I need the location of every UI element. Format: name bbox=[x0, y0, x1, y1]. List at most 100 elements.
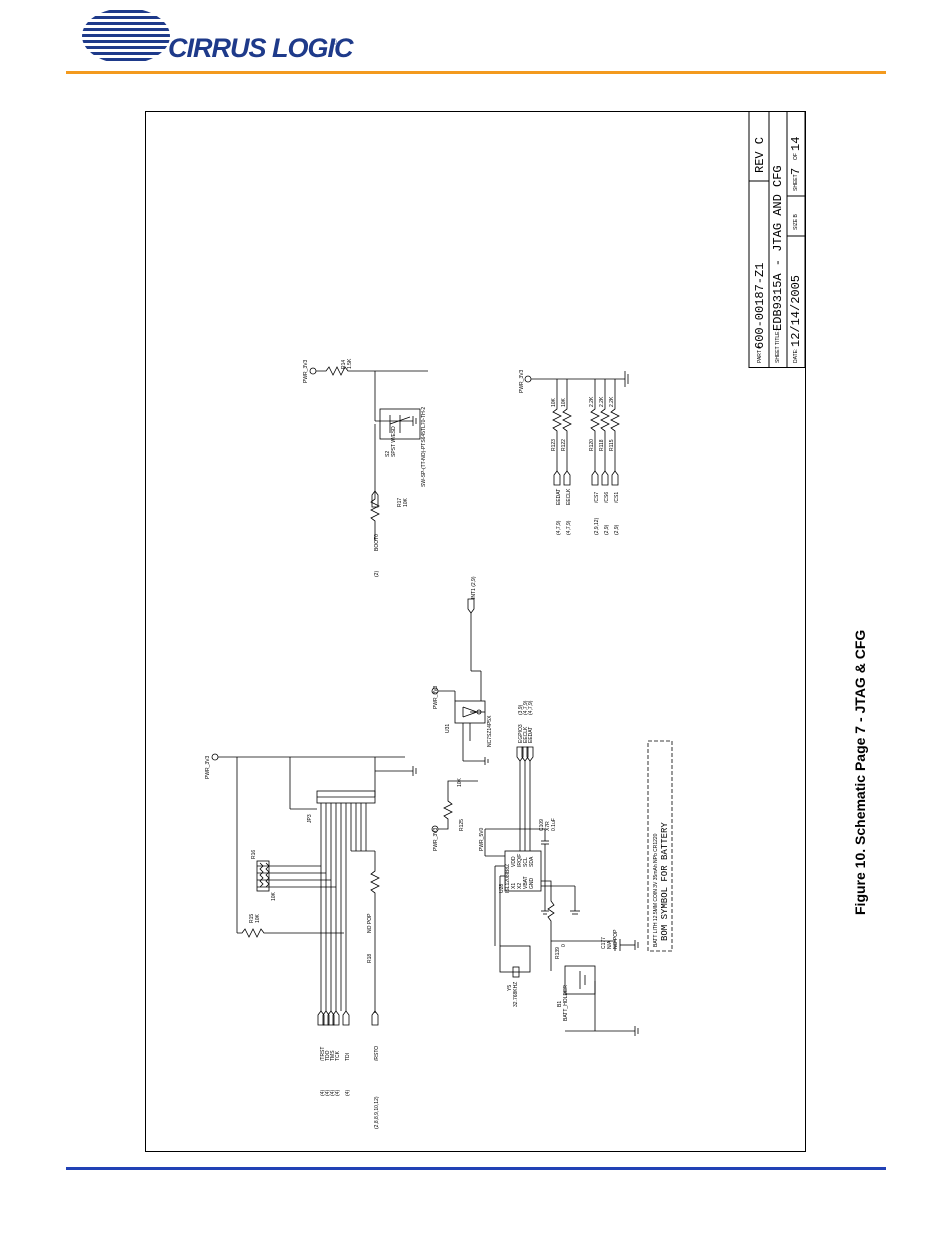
logo-swirl-icon bbox=[82, 10, 170, 61]
label-egpio3: EGPIO3 bbox=[518, 724, 524, 743]
label-int1: INT1 (2,9) bbox=[471, 576, 477, 599]
sheet-title-label: SHEET TITLE: bbox=[775, 330, 781, 363]
port-int1 bbox=[467, 598, 475, 614]
part-label: PART # bbox=[757, 346, 763, 363]
label-cs7: /CS7 bbox=[594, 492, 600, 503]
label-pwr-3v3-ee: PWR_3V3 bbox=[519, 369, 525, 393]
label-no-pop-r18: NO POP bbox=[367, 913, 373, 933]
label-r120-val: 2.2K bbox=[589, 396, 595, 407]
ref-cs1: (2,9) bbox=[614, 524, 620, 535]
label-u31: U31 bbox=[445, 724, 451, 733]
label-r17-val: 10K bbox=[403, 497, 409, 507]
jtag-ref-trst: (4) bbox=[320, 1090, 326, 1096]
ref-egpio3: (3,9) bbox=[518, 704, 524, 715]
label-batt-holder: BATT_HOLDER bbox=[563, 985, 569, 1021]
logo-text: CIRRUS LOGIC bbox=[168, 33, 354, 63]
pwr-3v3-port-jtag bbox=[211, 753, 219, 761]
label-eedat-u28: EEDAT bbox=[528, 727, 534, 743]
of-label: OF bbox=[793, 153, 799, 160]
part-number: 600-00187-Z1 bbox=[753, 263, 767, 349]
label-r16-val: 10K bbox=[271, 891, 277, 901]
jtag-signal-tdo: TDO bbox=[325, 1050, 331, 1061]
jtag-ref-tck: (4) bbox=[335, 1090, 341, 1096]
rev-label: REV C bbox=[753, 137, 767, 173]
label-pwr-5v0: PWR_5V0 bbox=[479, 827, 485, 851]
label-r15-val: 10K bbox=[255, 913, 261, 923]
label-r118: R118 bbox=[599, 439, 605, 451]
figure-caption-text: Figure 10. Schematic Page 7 - JTAG & CFG bbox=[852, 630, 868, 915]
label-r139-val: 0 bbox=[561, 944, 567, 947]
ref-cs7: (2,9,12) bbox=[594, 517, 600, 535]
label-c109-v: X7R bbox=[545, 821, 551, 831]
size-label: SIZE B bbox=[793, 213, 799, 230]
label-cs1: /CS1 bbox=[614, 492, 620, 503]
sheet-total: 14 bbox=[789, 137, 803, 151]
label-r125: R125 bbox=[459, 819, 465, 831]
u28-pin-x1: X1 bbox=[511, 883, 517, 889]
label-c177-np: NO POP bbox=[613, 929, 619, 949]
u28-pin-x2: X2 bbox=[517, 883, 523, 889]
jtag-ref-tms: (4) bbox=[330, 1090, 336, 1096]
label-c177-val: N/A bbox=[607, 940, 613, 949]
resistor-network-r16 bbox=[256, 860, 270, 892]
jtag-ref-rsto: (2,8,8,9,10,12) bbox=[374, 1096, 380, 1129]
ref-eedat-u28: (4,7,9) bbox=[528, 700, 534, 715]
battery-note: BATT LITH 12.5MM COIN 3V 35mAh NPb CR122… bbox=[653, 833, 659, 947]
ref-cs6: (2,9) bbox=[604, 524, 610, 535]
label-c109-val: 0.1uF bbox=[551, 818, 557, 831]
label-r120: R120 bbox=[589, 439, 595, 451]
label-eedat-pullup: EEDAT bbox=[556, 489, 562, 505]
jtag-ref-tdi: (4) bbox=[345, 1090, 351, 1096]
header-rule bbox=[66, 71, 886, 74]
label-eeclk-pullup: EECLK bbox=[566, 488, 572, 505]
port-boot0 bbox=[371, 490, 379, 508]
u28-pin-sda: SDA bbox=[529, 856, 535, 867]
label-s2: S2 bbox=[385, 451, 391, 457]
label-r125-val: 10K bbox=[457, 777, 463, 787]
label-eeclk-u28: EECLK bbox=[523, 726, 529, 743]
label-r122: R122 bbox=[561, 439, 567, 451]
label-cs6: /CS6 bbox=[604, 492, 610, 503]
cirrus-logic-logo bbox=[64, 6, 364, 68]
label-c177: C177 bbox=[601, 937, 607, 949]
label-r115-val: 2.2K bbox=[609, 396, 615, 407]
label-r123: R123 bbox=[551, 439, 557, 451]
label-r16: R16 bbox=[251, 850, 257, 859]
jtag-signal-tdi: TDI bbox=[345, 1053, 351, 1061]
label-c109: C109 bbox=[539, 819, 545, 831]
jtag-signal-rsto: /RSTO bbox=[374, 1046, 380, 1061]
jtag-ref-tdo: (4) bbox=[325, 1090, 331, 1096]
switch-s2 bbox=[379, 408, 421, 440]
label-r17: R17 bbox=[397, 498, 403, 507]
battery-b1 bbox=[564, 965, 596, 995]
label-r115: R115 bbox=[609, 439, 615, 451]
label-r123-val: 10K bbox=[551, 397, 557, 407]
sheet-label: SHEET bbox=[793, 174, 799, 191]
label-u31-part: NC7SZ14P5X bbox=[487, 715, 493, 747]
label-r122-val: 10K bbox=[561, 397, 567, 407]
ref-boot0: (2) bbox=[374, 571, 380, 577]
label-r14: R14 bbox=[341, 360, 347, 369]
label-s2-desc: SPST W/ESD bbox=[391, 426, 397, 457]
label-pwr-3v3-u31: PWR_3V3 bbox=[433, 685, 439, 709]
sheet-number: 7 bbox=[789, 168, 803, 175]
label-y5: Y5 bbox=[507, 985, 513, 991]
label-u28: U28 bbox=[499, 884, 505, 893]
label-u28-part: ISL1208IB8Z bbox=[505, 864, 511, 893]
label-boot0: BOOT0 bbox=[374, 534, 380, 551]
ref-eeclk-u28: (4,7,9) bbox=[523, 700, 529, 715]
ref-eedat-pullup: (4,7,9) bbox=[556, 520, 562, 535]
label-pwr-3v3-jtag: PWR_3V3 bbox=[205, 755, 211, 779]
date-value: 12/14/2005 bbox=[789, 275, 803, 347]
sheet-title: EDB9315A - JTAG AND CFG bbox=[771, 165, 785, 331]
footer-rule bbox=[66, 1167, 886, 1170]
label-r139: R139 bbox=[555, 947, 561, 959]
label-s2-part: SW-SP-(TT-NO)-PTS645TL70-TH-2 bbox=[421, 407, 427, 487]
jtag-signal-tms: TMS bbox=[330, 1050, 336, 1061]
label-jp3: JP3 bbox=[307, 814, 313, 823]
logo-registered-mark: ® bbox=[331, 38, 337, 47]
battery-note-box bbox=[647, 740, 673, 952]
schematic-frame: PART # 600-00187-Z1 REV C SHEET TITLE: E… bbox=[145, 111, 806, 1152]
label-b1: B1 bbox=[557, 1001, 563, 1007]
date-label: DATE: bbox=[793, 349, 799, 363]
